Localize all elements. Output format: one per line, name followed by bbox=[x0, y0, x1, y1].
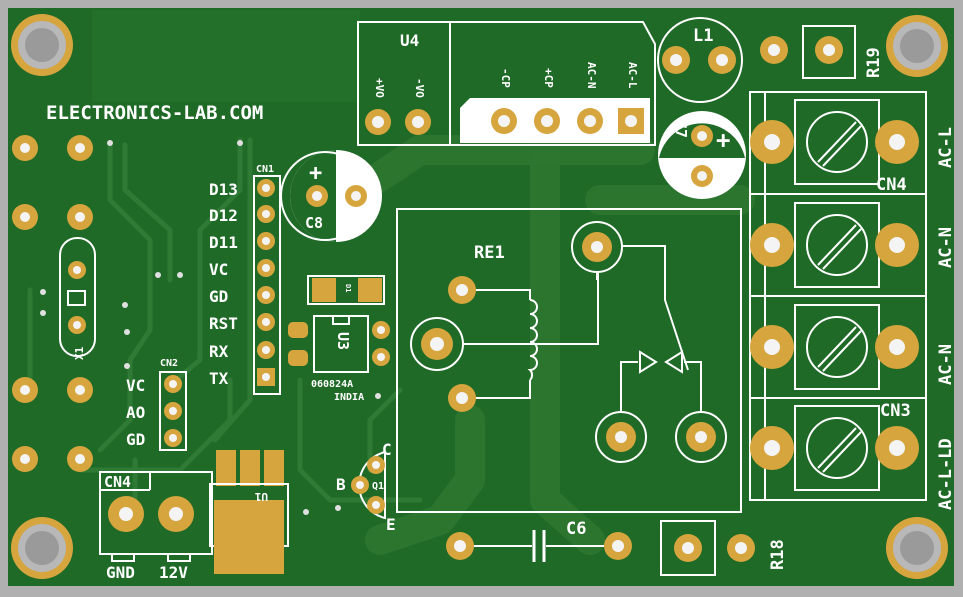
u3-label: U3 bbox=[334, 332, 352, 350]
mounting-hole-top-right bbox=[886, 15, 948, 77]
cn2-header: CN2 VC AO GD bbox=[126, 358, 187, 451]
u4-pin-label: +CP bbox=[542, 68, 555, 88]
cn1-pin-label: D12 bbox=[209, 206, 238, 225]
u1-label: U1 bbox=[254, 490, 268, 503]
capacitor-c6: C6 bbox=[446, 519, 632, 562]
left-pads bbox=[12, 135, 93, 472]
terminal-screw bbox=[750, 304, 919, 390]
q1-emitter: E bbox=[386, 515, 396, 534]
r19-label: R19 bbox=[864, 47, 884, 78]
resistor-r19: R19 bbox=[760, 25, 884, 79]
relay-re1: RE1 bbox=[396, 208, 742, 513]
u4-pin-label: -VO bbox=[413, 78, 426, 98]
terminal-label-ac-n: AC-N bbox=[936, 227, 956, 268]
u4-pin-label: AC-L bbox=[626, 62, 639, 89]
terminal-screw bbox=[750, 202, 919, 288]
r18-label: R18 bbox=[768, 539, 788, 570]
capacitor-c8: C8 + bbox=[280, 150, 382, 242]
transistor-q1: Q1 C B E bbox=[336, 440, 396, 534]
cn1-pin-label: RX bbox=[209, 342, 229, 361]
site-label: ELECTRONICS-LAB.COM bbox=[46, 102, 263, 124]
diode-d1: D1 bbox=[307, 275, 385, 305]
cn1-pin-label: RST bbox=[209, 314, 238, 333]
cn1-label: CN1 bbox=[256, 164, 274, 175]
mounting-holes bbox=[11, 14, 948, 579]
u4-pin-label: AC-N bbox=[585, 62, 598, 89]
power-connector-label: CN4 bbox=[104, 473, 131, 491]
cn1-pin-label: GD bbox=[209, 287, 228, 306]
cn2-pin-label: VC bbox=[126, 376, 145, 395]
c7-plus: + bbox=[716, 126, 730, 154]
mounting-hole-top-left bbox=[11, 14, 73, 76]
cn1-pin-label: D11 bbox=[209, 233, 238, 252]
vias bbox=[40, 140, 381, 515]
q1-label: Q1 bbox=[372, 481, 384, 492]
u3-code: 060824A bbox=[311, 379, 353, 390]
inductor-l1: L1 bbox=[657, 17, 743, 103]
u4-pin-label: -CP bbox=[499, 68, 512, 88]
copper-traces bbox=[27, 10, 755, 555]
l1-label: L1 bbox=[693, 26, 713, 46]
terminal-label-ac-n: AC-N bbox=[936, 344, 956, 385]
cn3-terminal-label: CN3 bbox=[880, 401, 911, 421]
cn2-label: CN2 bbox=[160, 358, 178, 369]
q1-base: B bbox=[336, 475, 346, 494]
c8-label: C8 bbox=[305, 214, 323, 232]
cn1-pin-label: TX bbox=[209, 369, 229, 388]
mounting-hole-bottom-left bbox=[11, 517, 73, 579]
cn1-header: CN1 D13 D12 D11 VC GD RST RX TX bbox=[209, 164, 281, 395]
terminal-screw bbox=[750, 99, 919, 185]
cn2-pin-label: GD bbox=[126, 430, 145, 449]
cn2-pin-label: AO bbox=[126, 403, 145, 422]
c6-label: C6 bbox=[566, 519, 586, 539]
u3-origin: INDIA bbox=[334, 392, 364, 403]
resistor-r18: R18 bbox=[660, 520, 788, 576]
terminal-label-ac-l: AC-L bbox=[936, 127, 956, 168]
crystal-x1: X1 bbox=[59, 237, 96, 360]
u4-pin-label: +VO bbox=[373, 78, 386, 98]
cn1-pin-label: D13 bbox=[209, 180, 238, 199]
q1-collector: C bbox=[382, 440, 392, 459]
capacitor-c7: C7 + bbox=[658, 111, 746, 199]
relay-label: RE1 bbox=[474, 243, 505, 263]
power-connector: CN4 GND 12V bbox=[99, 471, 213, 582]
d1-label: D1 bbox=[344, 284, 352, 292]
terminal-screw bbox=[750, 405, 919, 491]
u4-label: U4 bbox=[400, 31, 419, 50]
cn4-terminal-label: CN4 bbox=[876, 175, 907, 195]
c7-label: C7 bbox=[672, 120, 690, 138]
ic-u3: U3 060824A INDIA bbox=[288, 315, 390, 403]
cn1-pin-label: VC bbox=[209, 260, 228, 279]
terminal-label-ac-l-ld: AC-L-LD bbox=[936, 438, 956, 510]
regulator-u1: U1 bbox=[209, 450, 289, 574]
mounting-hole-bottom-right bbox=[886, 517, 948, 579]
v12-label: 12V bbox=[159, 563, 188, 582]
u4-module: U4 +VO -VO -CP +CP AC-N AC-L bbox=[357, 21, 656, 146]
gnd-label: GND bbox=[106, 563, 135, 582]
terminal-block: CN4 CN3 AC-L AC-N AC-N AC-L-LD bbox=[749, 91, 956, 510]
c8-plus: + bbox=[309, 161, 322, 186]
x1-label: X1 bbox=[73, 346, 86, 360]
